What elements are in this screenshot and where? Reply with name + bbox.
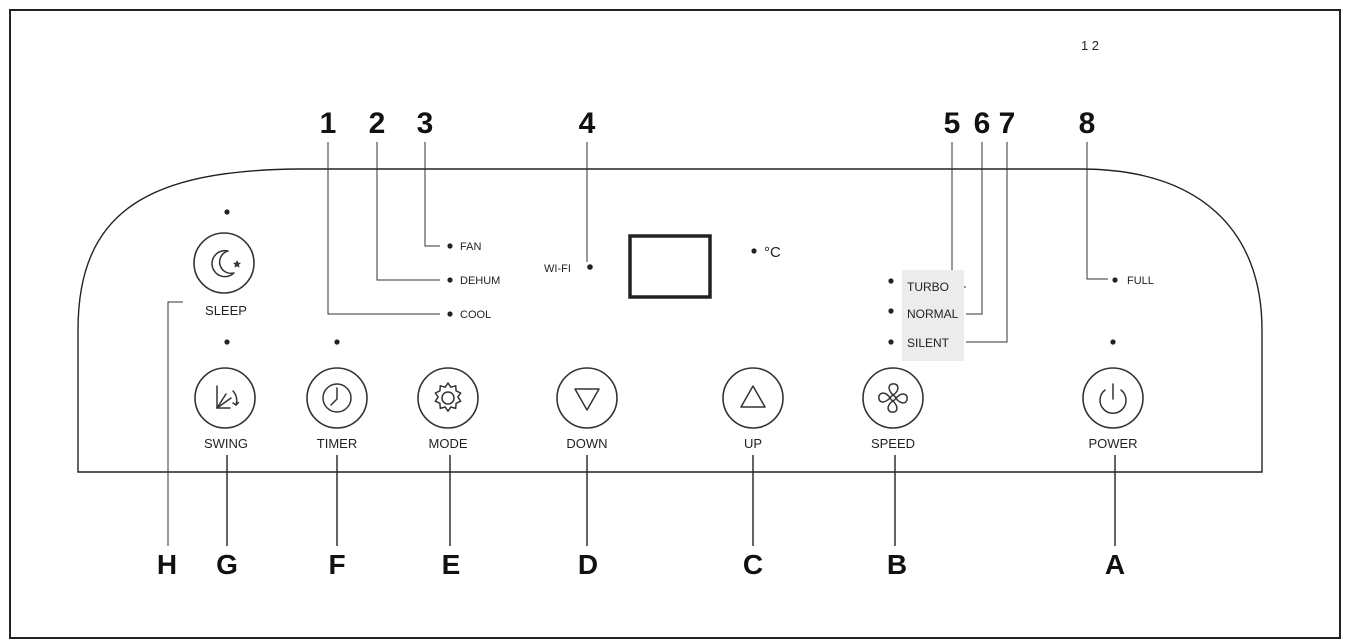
callout-letter-h: H	[157, 549, 177, 580]
power-indicator-dot	[1110, 339, 1116, 345]
leader-line-1	[327, 142, 440, 315]
callout-number-7: 7	[999, 107, 1016, 140]
power-button-label: POWER	[1088, 436, 1137, 451]
mode-button[interactable]	[417, 367, 479, 429]
leader-line-3	[424, 142, 440, 247]
outer-frame	[9, 9, 1341, 639]
dehum-indicator-label: DEHUM	[460, 275, 500, 287]
callout-letter-a: A	[1105, 549, 1125, 580]
cool-indicator-label: COOL	[460, 309, 491, 321]
swing-icon	[216, 385, 240, 409]
timer-indicator-dot	[334, 339, 340, 345]
triangle-up-icon	[740, 385, 766, 408]
turbo-indicator-label: TURBO	[907, 280, 949, 294]
normal-indicator-dot	[888, 308, 894, 314]
leader-line-7	[966, 142, 1008, 343]
dehum-indicator-dot	[447, 277, 453, 283]
callout-letter-d: D	[578, 549, 598, 580]
celsius-indicator-dot	[751, 248, 757, 254]
normal-indicator-label: NORMAL	[907, 307, 959, 321]
moon-star-icon	[211, 249, 241, 278]
speed-button-label: SPEED	[871, 436, 915, 451]
panel-outline	[77, 168, 1263, 473]
speed-indicator-area	[902, 270, 964, 361]
clock-icon	[322, 383, 352, 413]
callout-letter-f: F	[328, 549, 345, 580]
callout-number-3: 3	[417, 107, 434, 140]
swing-indicator-dot	[224, 339, 230, 345]
callout-number-5: 5	[944, 107, 961, 140]
timer-button-label: TIMER	[317, 436, 357, 451]
sleep-indicator-dot	[224, 209, 230, 215]
callout-number-6: 6	[974, 107, 991, 140]
callout-letter-c: C	[743, 549, 763, 580]
fan-indicator-dot	[447, 243, 453, 249]
leader-line-8	[1086, 142, 1108, 280]
speed-button[interactable]	[862, 367, 924, 429]
callout-letter-e: E	[442, 549, 461, 580]
timer-button[interactable]	[306, 367, 368, 429]
silent-indicator-dot	[888, 339, 894, 345]
callout-number-8: 8	[1079, 107, 1096, 140]
mode-button-label: MODE	[429, 436, 468, 451]
silent-indicator-label: SILENT	[907, 336, 950, 350]
fan-indicator-label: FAN	[460, 241, 481, 253]
callout-number-2: 2	[369, 107, 386, 140]
power-icon	[1099, 383, 1127, 414]
wifi-indicator-dot	[587, 264, 593, 270]
leader-line-h	[167, 301, 183, 546]
fan-icon	[878, 383, 908, 413]
cool-indicator-dot	[447, 311, 453, 317]
up-button-label: UP	[744, 436, 762, 451]
power-button[interactable]	[1082, 367, 1144, 429]
sleep-button[interactable]	[193, 232, 255, 294]
page-number: 1 2	[1081, 38, 1099, 53]
swing-button[interactable]	[194, 367, 256, 429]
callout-letter-b: B	[887, 549, 907, 580]
celsius-label: °C	[764, 244, 781, 261]
full-indicator-label: FULL	[1127, 275, 1154, 287]
leader-line-6	[966, 142, 983, 315]
callout-number-4: 4	[579, 107, 596, 140]
triangle-down-icon	[574, 388, 600, 411]
temperature-display	[628, 234, 712, 299]
up-button[interactable]	[722, 367, 784, 429]
wifi-label: WI-FI	[544, 263, 571, 275]
down-button[interactable]	[556, 367, 618, 429]
sleep-button-label: SLEEP	[205, 303, 247, 318]
swing-button-label: SWING	[204, 436, 248, 451]
callout-number-1: 1	[320, 107, 337, 140]
turbo-indicator-dot	[888, 278, 894, 284]
gear-icon	[434, 382, 462, 412]
down-button-label: DOWN	[566, 436, 607, 451]
callout-letter-g: G	[216, 549, 238, 580]
leader-line-2	[376, 142, 440, 281]
leader-line-5	[951, 142, 966, 288]
full-indicator-dot	[1112, 277, 1118, 283]
